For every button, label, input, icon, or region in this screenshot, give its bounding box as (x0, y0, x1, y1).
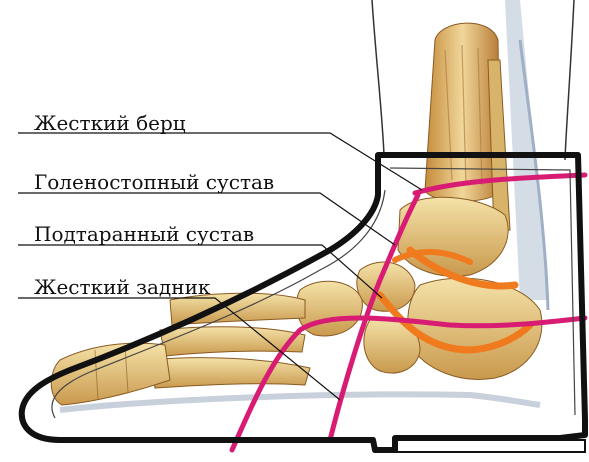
label-ankle-joint: Голеностопный сустав (34, 172, 274, 192)
talus-bone (398, 197, 508, 276)
leg-skin-outline-back (565, 0, 574, 160)
label-rigid-heel-counter: Жесткий задник (34, 277, 210, 297)
fibula-bone (488, 60, 510, 232)
plantar-tissue (60, 394, 540, 410)
metatarsal-3 (150, 358, 310, 388)
label-rigid-cuff: Жесткий берц (34, 113, 186, 133)
label-subtalar-joint: Подтаранный сустав (34, 224, 254, 244)
achilles-tendon (505, 0, 548, 300)
leg-skin-outline (372, 0, 384, 155)
boot-sole (395, 440, 585, 452)
